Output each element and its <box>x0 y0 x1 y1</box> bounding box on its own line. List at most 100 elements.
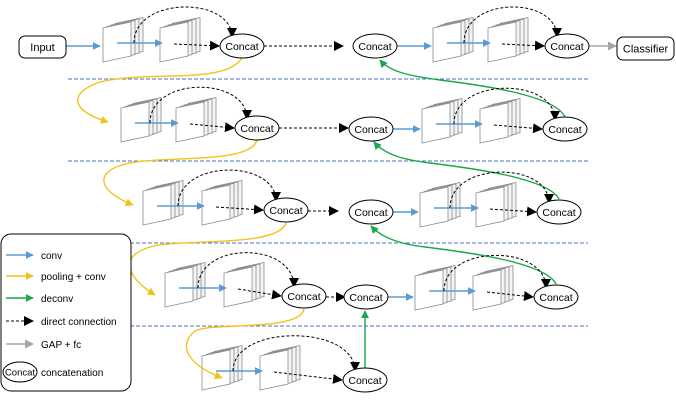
direct-connection <box>173 40 220 51</box>
feature-map-stack <box>487 17 529 63</box>
arc-connection <box>133 6 237 44</box>
pool-connection <box>185 308 305 380</box>
concat-node-shape <box>348 199 394 225</box>
pool-connection <box>129 222 287 296</box>
deconv-connection <box>370 225 557 285</box>
concat-label: Concat <box>348 375 381 387</box>
feature-map <box>175 101 205 143</box>
feature-map <box>201 349 231 391</box>
concat-label: Concat <box>225 41 258 53</box>
concat-node: Concat <box>343 284 389 310</box>
direct-connection <box>501 40 545 51</box>
concat-node-shape <box>343 284 389 310</box>
legend-label-deconv: deconv <box>41 294 73 305</box>
arc-connection <box>177 169 281 207</box>
legend-label-gap: GAP + fc <box>41 340 81 351</box>
concat-label: Concat <box>539 292 572 304</box>
direct-connection <box>486 291 534 301</box>
direct-connection <box>215 204 264 215</box>
deconv-connection <box>373 141 560 200</box>
concat-label: Concat <box>354 207 387 219</box>
concat-label: Concat <box>550 41 583 53</box>
feature-map <box>102 21 132 63</box>
feature-map-stack <box>120 97 162 143</box>
feature-map <box>479 102 509 144</box>
dense-arcs <box>133 6 562 372</box>
concat-node-shape <box>533 284 579 310</box>
feature-map-stack <box>432 17 474 63</box>
feature-map-stack <box>414 265 456 311</box>
feature-map <box>421 102 451 144</box>
feature-map <box>259 349 289 391</box>
concat-node: Concat <box>533 284 579 310</box>
input-label: Input <box>30 42 54 54</box>
concat-node: Concat <box>544 33 590 59</box>
conv-blocks <box>102 17 529 391</box>
concat-node-shape <box>542 116 588 142</box>
concat-label: Concat <box>269 205 302 217</box>
feature-map <box>432 21 462 63</box>
concat-node-shape <box>219 33 265 59</box>
direct-connection <box>493 123 543 134</box>
classifier-label: Classifier <box>623 44 669 56</box>
input-node: Input <box>18 35 67 59</box>
concat-label: Concat <box>240 123 273 135</box>
concat-label: Concat <box>354 124 387 136</box>
concat-node-shape <box>348 116 394 142</box>
concat-node: Concat <box>348 116 394 142</box>
legend-label-concat: concatenation <box>41 368 103 379</box>
legend-label-conv: conv <box>41 251 62 262</box>
feature-map-stack <box>201 345 243 391</box>
concat-label: Concat <box>542 207 575 219</box>
feature-map-stack <box>142 180 184 226</box>
feature-map-stack <box>421 98 463 144</box>
legend-label-pool: pooling + conv <box>41 272 106 283</box>
feature-map-stack <box>159 17 201 63</box>
concat-node: Concat <box>352 33 398 59</box>
feature-map <box>419 186 449 228</box>
feature-map-stack <box>475 182 517 228</box>
feature-map <box>475 186 505 228</box>
legend-label-direct: direct connection <box>41 317 117 328</box>
feature-map-stack <box>102 17 144 63</box>
feature-map-stack <box>223 262 265 308</box>
arc-connection <box>197 252 299 289</box>
concat-label: Concat <box>358 41 391 53</box>
arc-connection <box>443 254 551 292</box>
feature-map <box>120 101 150 143</box>
concat-node: Concat <box>234 115 280 141</box>
concat-label: Concat <box>349 292 382 304</box>
legend-concat-symbol: Concat <box>5 368 35 379</box>
arc-connection <box>449 171 554 209</box>
concat-label: Concat <box>287 291 320 303</box>
connections <box>66 39 617 384</box>
feature-map-stack <box>419 182 461 228</box>
feature-map <box>472 269 502 311</box>
pool-connection <box>103 139 258 207</box>
feature-map <box>164 266 194 308</box>
feature-map <box>159 21 189 63</box>
concat-node-shape <box>352 33 398 59</box>
direct-connection <box>189 122 235 133</box>
direct-connection <box>489 206 537 217</box>
concat-label: Concat <box>548 124 581 136</box>
feature-map-stack <box>472 265 514 311</box>
feature-map <box>414 269 444 311</box>
legend-concat-symbol-shape <box>2 361 38 383</box>
concat-node: Concat <box>348 199 394 225</box>
legend: conv pooling + conv deconv direct connec… <box>0 233 132 392</box>
concat-node: Concat <box>542 116 588 142</box>
concat-node-shape <box>342 367 388 393</box>
feature-map <box>201 184 231 226</box>
concat-node-shape <box>536 199 582 225</box>
arc-connection <box>149 86 252 124</box>
concat-node: Concat <box>342 367 388 393</box>
feature-map <box>223 266 253 308</box>
concat-node: Concat <box>263 197 309 223</box>
feature-map <box>142 184 172 226</box>
feature-map-stack <box>201 180 243 226</box>
feature-map-stack <box>175 97 217 143</box>
arc-connection <box>453 87 560 125</box>
